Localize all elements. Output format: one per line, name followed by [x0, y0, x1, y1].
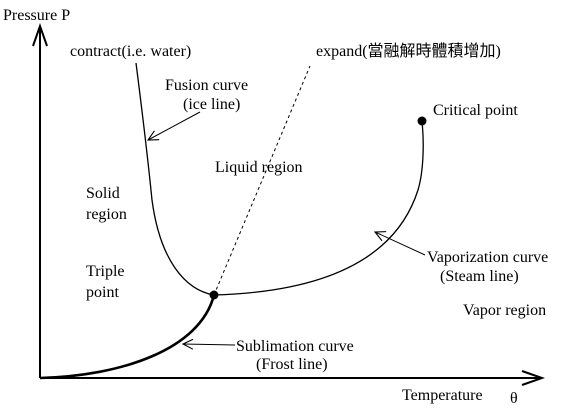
- contract-label: contract(i.e. water): [70, 43, 191, 60]
- fusion-curve-sublabel: (ice line): [183, 96, 240, 113]
- fusion-curve-label: Fusion curve: [165, 77, 248, 94]
- liquid-region-label: Liquid region: [215, 159, 303, 176]
- x-axis-label: Temperature: [402, 387, 483, 404]
- triple-point-marker: [209, 290, 219, 300]
- sublimation-curve: [39, 294, 216, 380]
- fusion-arrow: [148, 111, 201, 140]
- x-axis-symbol: θ: [510, 390, 518, 407]
- triple-point-label: Triple: [86, 263, 125, 280]
- y-axis-arrowhead: [32, 22, 48, 47]
- expand-label: expand(當融解時體積增加): [316, 42, 501, 60]
- solid-region-label: Solid: [86, 185, 120, 202]
- y-axis-label: Pressure P: [3, 7, 70, 24]
- vaporization-curve-sublabel: (Steam line): [440, 268, 519, 285]
- critical-point-marker: [417, 116, 427, 126]
- vapor-region-label: Vapor region: [463, 302, 546, 319]
- solid-region-sublabel: region: [86, 206, 127, 223]
- x-axis-arrowhead: [521, 370, 546, 386]
- expand-dashed-line: [213, 65, 311, 296]
- triple-point-sublabel: point: [86, 284, 119, 301]
- vaporization-curve: [213, 121, 424, 296]
- sublimation-curve-label: Sublimation curve: [236, 338, 354, 355]
- fusion-curve: [135, 62, 215, 296]
- critical-point-label: Critical point: [433, 102, 518, 119]
- vaporization-curve-label: Vaporization curve: [427, 249, 548, 266]
- sublimation-curve-sublabel: (Frost line): [256, 356, 328, 373]
- sublimation-arrow: [183, 344, 236, 345]
- vaporization-arrow: [375, 232, 426, 256]
